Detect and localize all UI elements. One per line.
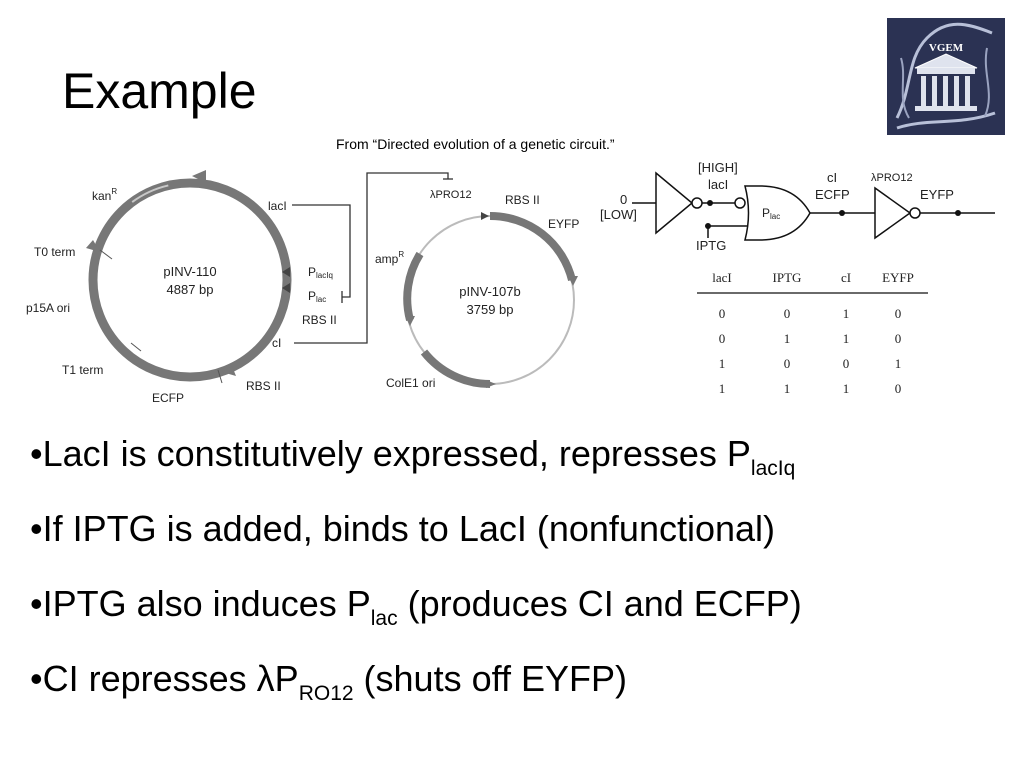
circuit-ecfp: ECFP: [815, 187, 850, 202]
label-rbs-lower: RBS II: [246, 379, 281, 393]
label-ci: cI: [272, 336, 281, 350]
bullet-item: •If IPTG is added, binds to LacI (nonfun…: [30, 508, 776, 549]
truth-table-header: lacI IPTG cI EYFP: [712, 270, 914, 285]
table-row: 1 1 1 0: [719, 381, 902, 396]
circuit-eyfp: EYFP: [920, 187, 954, 202]
svg-text:1: 1: [719, 356, 726, 371]
eyfp-arrow-icon: [568, 276, 578, 286]
circuit-iptg: IPTG: [696, 238, 726, 253]
svg-text:1: 1: [843, 381, 850, 396]
tt-header-eyfp: EYFP: [882, 270, 914, 285]
svg-text:0: 0: [784, 356, 791, 371]
placiq-arrow-icon: [282, 267, 290, 277]
label-ecfp: ECFP: [152, 391, 184, 405]
svg-text:1: 1: [843, 306, 850, 321]
bullet-list: •LacI is constitutively expressed, repre…: [30, 436, 802, 736]
label-placiq: PlacIq: [308, 265, 333, 280]
logic-circuit: [HIGH] lacI 0 [LOW] Plac IPTG cI ECFP λP…: [600, 160, 995, 253]
label-rbs: RBS II: [505, 193, 540, 207]
table-row: 0 1 1 0: [719, 331, 902, 346]
bullet-item: •CI represses λPRO12 (shuts off EYFP): [30, 658, 627, 705]
circuit-high: [HIGH]: [698, 160, 738, 175]
tt-header-iptg: IPTG: [773, 270, 802, 285]
kan-arrow-icon: [192, 170, 206, 183]
plac-arrow-icon: [282, 283, 290, 293]
table-row: 0 0 1 0: [719, 306, 902, 321]
svg-text:0: 0: [895, 381, 902, 396]
plasmid-pinv-107b: pINV-107b 3759 bp λPRO12 RBS II EYFP amp…: [375, 189, 579, 390]
plasmid1-size: 4887 bp: [167, 282, 214, 297]
figure-caption: From “Directed evolution of a genetic ci…: [336, 136, 615, 152]
label-eyfp: EYFP: [548, 217, 579, 231]
label-t0-term: T0 term: [34, 245, 75, 259]
svg-text:0: 0: [784, 306, 791, 321]
label-amp: ampR: [375, 250, 404, 266]
label-plac: Plac: [308, 289, 326, 304]
plasmid1-name: pINV-110: [163, 264, 216, 279]
circuit-ci: cI: [827, 170, 837, 185]
svg-text:0: 0: [719, 331, 726, 346]
svg-text:0: 0: [895, 331, 902, 346]
plasmid2-name: pINV-107b: [459, 284, 520, 299]
svg-text:1: 1: [784, 381, 791, 396]
plasmid2-size: 3759 bp: [467, 302, 514, 317]
table-row: 1 0 0 1: [719, 356, 902, 371]
bullet-item: •LacI is constitutively expressed, repre…: [30, 433, 796, 480]
svg-text:1: 1: [843, 331, 850, 346]
svg-text:1: 1: [895, 356, 902, 371]
slide-title: Example: [62, 63, 257, 119]
circuit-zero: 0: [620, 192, 627, 207]
label-cole1-ori: ColE1 ori: [386, 376, 435, 390]
circuit-laci: lacI: [708, 177, 728, 192]
circuit-lpro12: λPRO12: [871, 172, 913, 184]
svg-text:0: 0: [719, 306, 726, 321]
tt-header-laci: lacI: [712, 270, 731, 285]
label-laci: lacI: [268, 199, 287, 213]
label-kan: kanR: [92, 187, 117, 203]
label-lpro12: λPRO12: [430, 189, 472, 201]
logo-text: VGEM: [929, 42, 964, 54]
svg-text:1: 1: [719, 381, 726, 396]
label-t1-term: T1 term: [62, 363, 103, 377]
circuit-low: [LOW]: [600, 207, 637, 222]
svg-text:0: 0: [843, 356, 850, 371]
figure: pINV-110 4887 bp kanR lacI T0 term p15A …: [26, 160, 995, 405]
plasmid-pinv-110: pINV-110 4887 bp kanR lacI T0 term p15A …: [26, 170, 337, 405]
connectors: [292, 172, 453, 344]
svg-text:0: 0: [895, 306, 902, 321]
label-rbs-upper: RBS II: [302, 313, 337, 327]
tt-header-ci: cI: [841, 270, 851, 285]
label-p15a-ori: p15A ori: [26, 301, 70, 315]
svg-text:1: 1: [784, 331, 791, 346]
bullet-item: •IPTG also induces Plac (produces CI and…: [30, 583, 802, 630]
truth-table: lacI IPTG cI EYFP 0 0 1 0 0 1 1 0 1 0 0 …: [697, 270, 928, 396]
vgem-logo: VGEM: [887, 18, 1005, 135]
circuit-plac: Plac: [762, 206, 780, 221]
